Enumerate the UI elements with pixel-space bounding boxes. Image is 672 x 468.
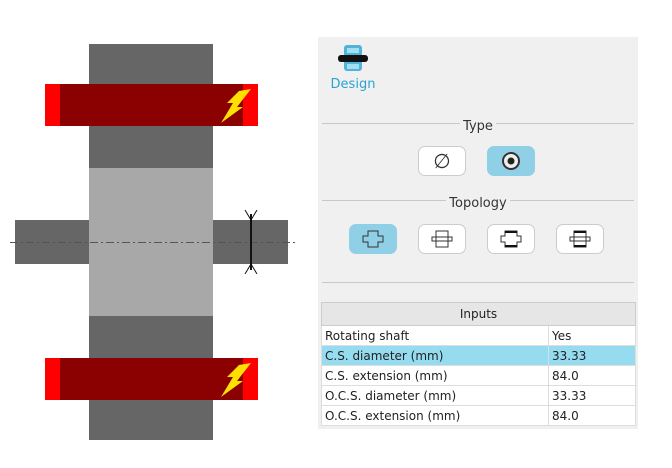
dimension-marker (244, 210, 258, 274)
table-row[interactable]: O.C.S. diameter (mm)33.33 (321, 385, 636, 406)
topology-button-2[interactable] (418, 224, 466, 254)
topology-heading: Topology (446, 196, 510, 211)
radio-dot-icon (502, 152, 520, 170)
topology-1-icon (362, 230, 384, 248)
lightning-icon (221, 363, 251, 397)
topology-button-1[interactable] (349, 224, 397, 254)
topology-2-icon (431, 230, 453, 248)
topology-3-icon (500, 230, 522, 248)
topology-4-icon (569, 230, 591, 248)
table-row[interactable]: C.S. diameter (mm)33.33 (321, 345, 636, 366)
design-tab[interactable]: Design (330, 43, 376, 92)
bottom-coil (45, 358, 258, 400)
lightning-icon (221, 89, 251, 123)
inputs-header: Inputs (321, 302, 636, 326)
top-coil (45, 84, 258, 126)
design-tab-label: Design (330, 77, 376, 92)
topology-button-4[interactable] (556, 224, 604, 254)
empty-set-icon: ∅ (433, 149, 451, 173)
type-heading: Type (460, 119, 496, 134)
type-button-hollow[interactable]: ∅ (418, 146, 466, 176)
bearing-icon (338, 45, 368, 71)
type-button-solid[interactable] (487, 146, 535, 176)
table-row[interactable]: O.C.S. extension (mm)84.0 (321, 405, 636, 426)
table-row[interactable]: C.S. extension (mm)84.0 (321, 365, 636, 386)
design-panel: Design Type ∅ Topology Inputs Rotating s… (318, 37, 638, 429)
topology-button-3[interactable] (487, 224, 535, 254)
